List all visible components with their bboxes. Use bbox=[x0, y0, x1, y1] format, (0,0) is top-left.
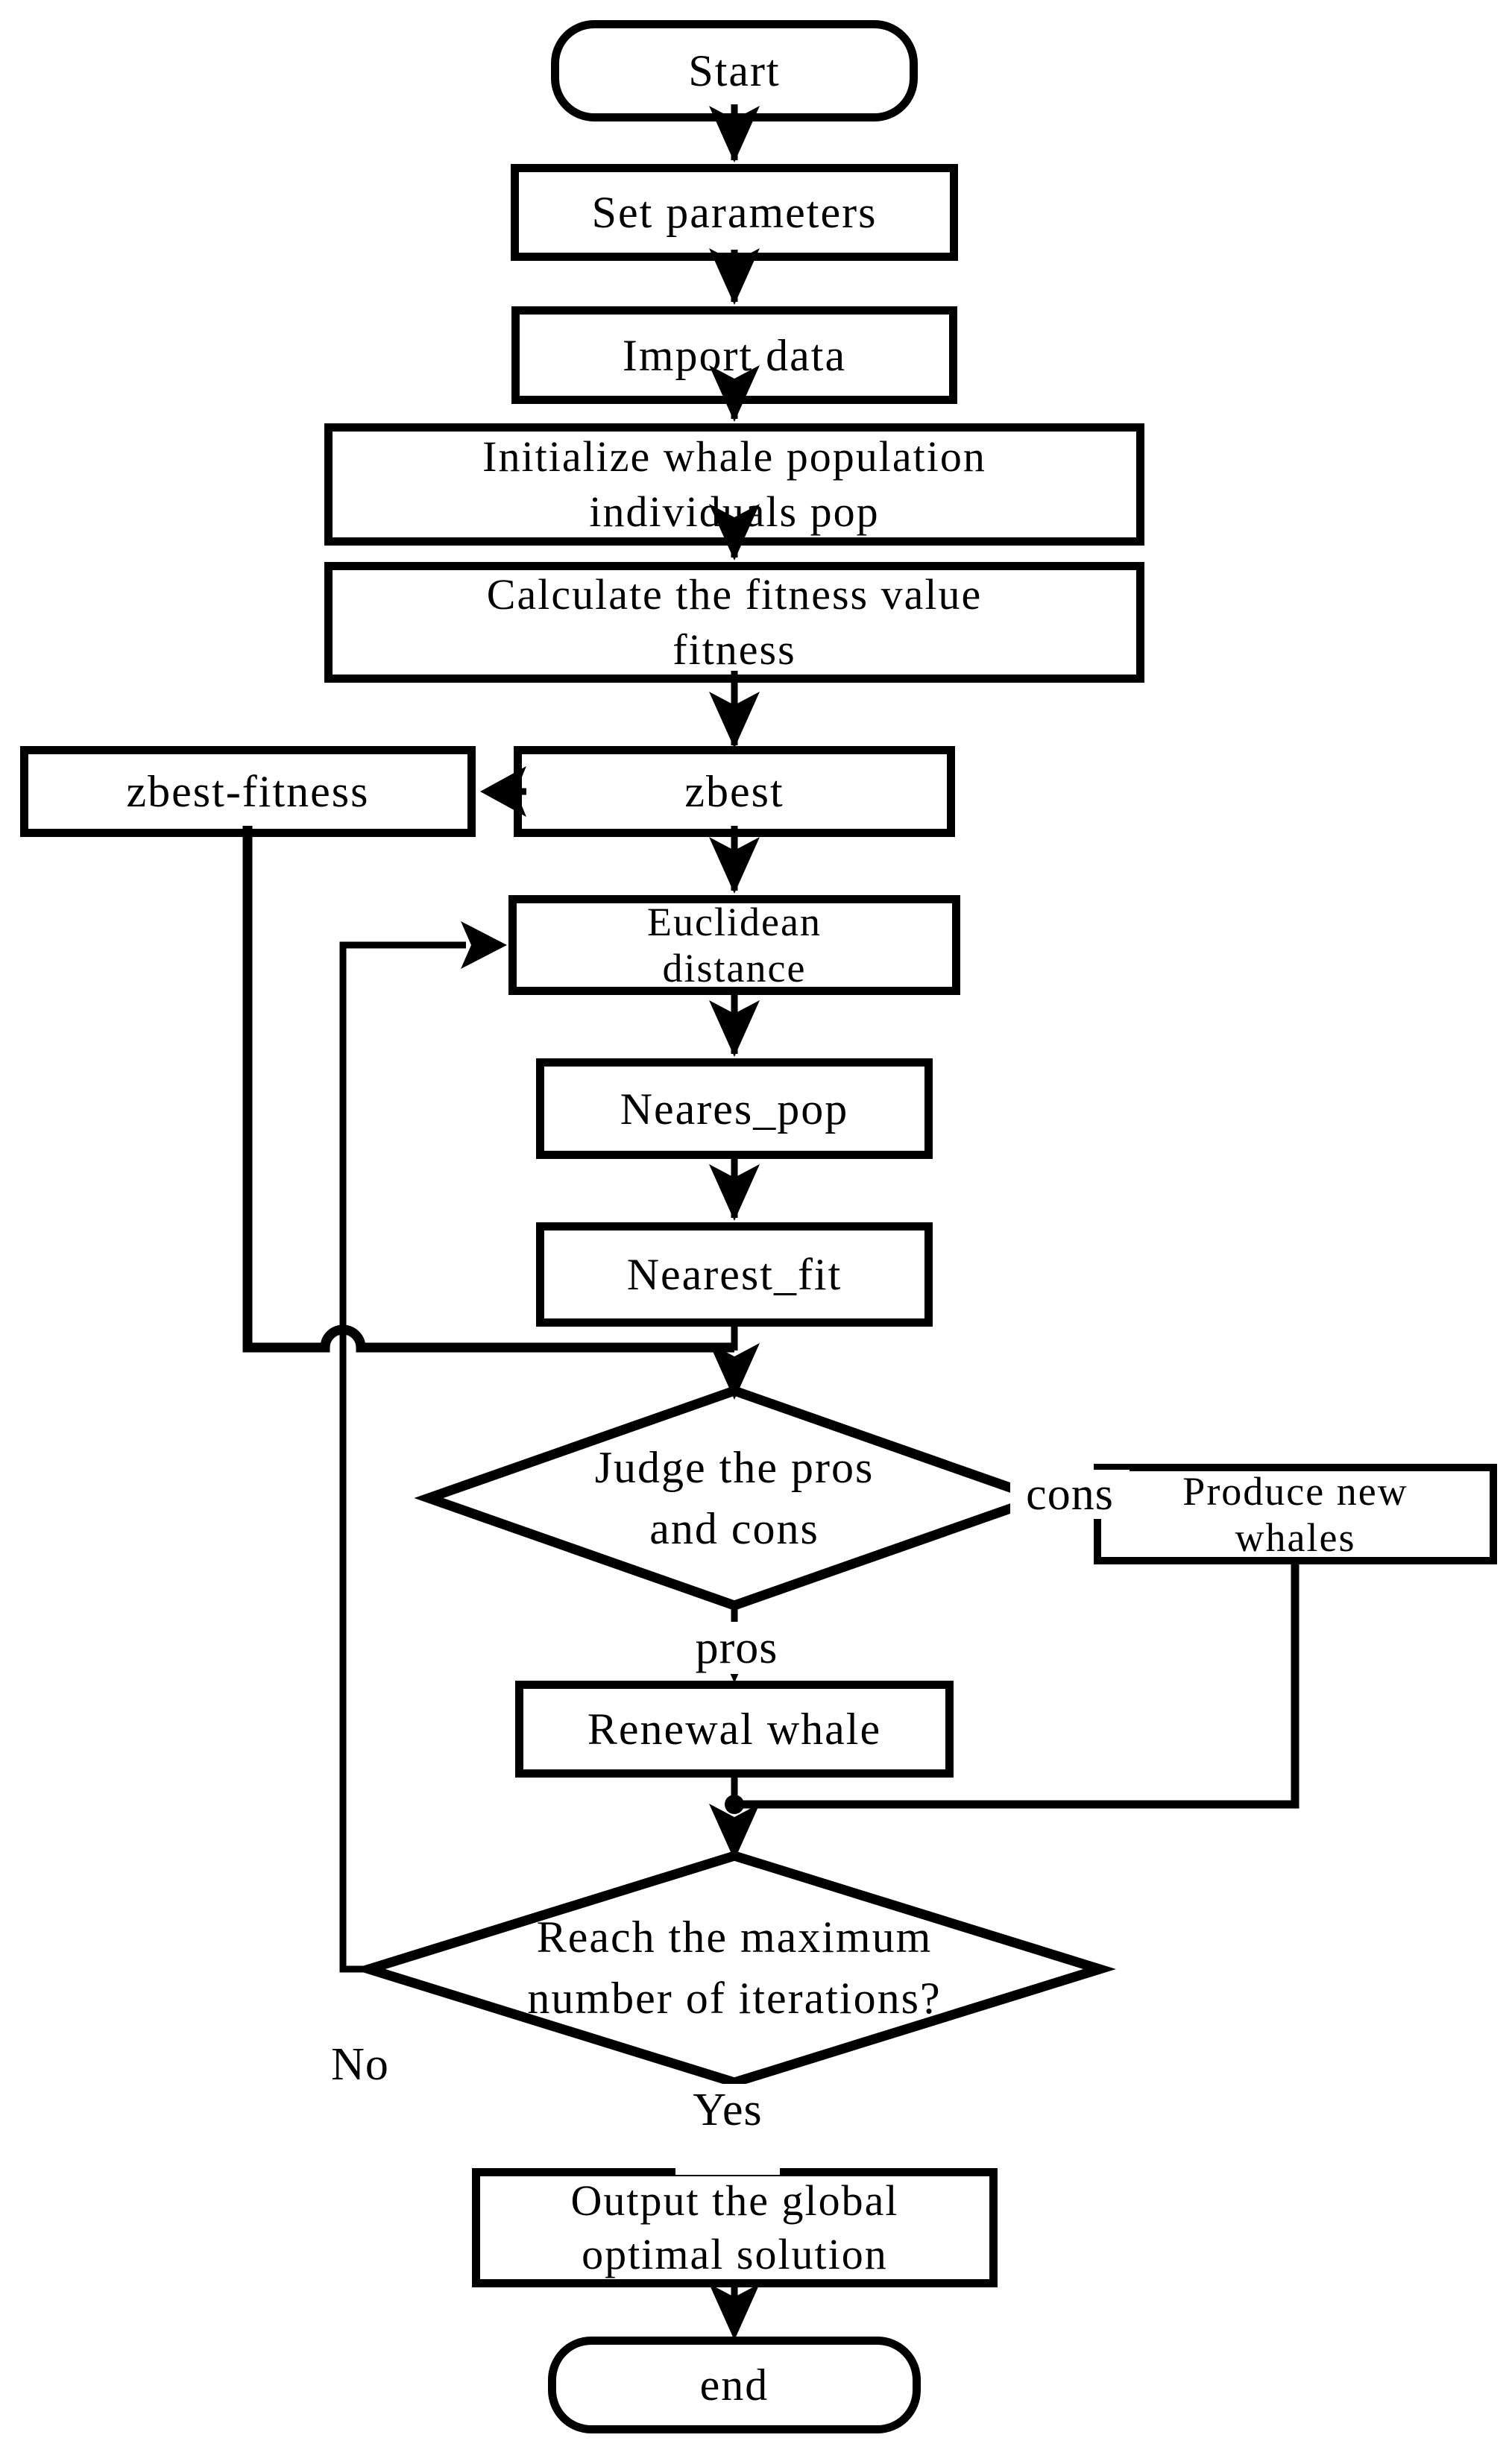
node-neares-pop: Neares_pop bbox=[536, 1058, 933, 1159]
edge-label-no: No bbox=[313, 2039, 407, 2090]
node-zbest-fitness-label: zbest-fitness bbox=[126, 767, 370, 816]
node-judge-label: Judge the pros and cons bbox=[594, 1443, 875, 1553]
node-nearest-fit-label: Nearest_fit bbox=[626, 1250, 842, 1299]
node-end-label: end bbox=[699, 2360, 769, 2410]
arrowhead-nearespop bbox=[709, 1000, 760, 1057]
node-import-data-label: Import data bbox=[622, 330, 847, 380]
arrowhead-euclidean bbox=[709, 837, 760, 894]
arrowhead-judge bbox=[709, 1343, 760, 1400]
node-produce-new-whales-label: Produce new whales bbox=[1182, 1468, 1408, 1560]
node-euclidean-distance: Euclidean distance bbox=[508, 895, 960, 995]
arrowhead-nearestfit bbox=[709, 1164, 760, 1221]
node-zbest-fitness: zbest-fitness bbox=[20, 746, 476, 837]
node-start: Start bbox=[551, 20, 918, 121]
node-nearest-fit: Nearest_fit bbox=[536, 1222, 933, 1327]
node-renewal-whale-label: Renewal whale bbox=[587, 1705, 882, 1754]
node-import-data: Import data bbox=[511, 306, 957, 404]
node-renewal-whale: Renewal whale bbox=[515, 1681, 954, 1778]
arrowhead-zbest bbox=[709, 692, 760, 748]
node-zbest-label: zbest bbox=[684, 767, 784, 816]
node-produce-new-whales: Produce new whales bbox=[1094, 1464, 1497, 1564]
node-calculate-fitness-label: Calculate the fitness value fitness bbox=[486, 570, 983, 674]
node-initialize-population: Initialize whale population individuals … bbox=[324, 423, 1144, 546]
node-start-label: Start bbox=[688, 46, 781, 95]
node-calculate-fitness: Calculate the fitness value fitness bbox=[324, 562, 1144, 683]
node-zbest: zbest bbox=[514, 746, 955, 837]
node-set-parameters-label: Set parameters bbox=[591, 188, 878, 237]
edge-label-pros: pros bbox=[675, 1622, 798, 1674]
node-output-solution-label: Output the global optimal solution bbox=[570, 2176, 899, 2278]
node-reach-label: Reach the maximum number of iterations? bbox=[527, 1912, 942, 2023]
arrowhead-reach bbox=[709, 1804, 760, 1860]
node-set-parameters: Set parameters bbox=[511, 164, 958, 261]
node-neares-pop-label: Neares_pop bbox=[620, 1084, 849, 1134]
edge-label-yes: Yes bbox=[675, 2084, 780, 2175]
node-output-solution: Output the global optimal solution bbox=[472, 2168, 998, 2287]
node-end: end bbox=[548, 2337, 921, 2433]
arrowhead-no-loop bbox=[461, 921, 507, 969]
node-euclidean-distance-label: Euclidean distance bbox=[647, 900, 822, 991]
edge-label-cons: cons bbox=[1010, 1469, 1130, 1520]
node-initialize-population-label: Initialize whale population individuals … bbox=[482, 432, 986, 536]
junction-dot bbox=[725, 1795, 744, 1814]
arrowhead-end bbox=[709, 2284, 760, 2340]
